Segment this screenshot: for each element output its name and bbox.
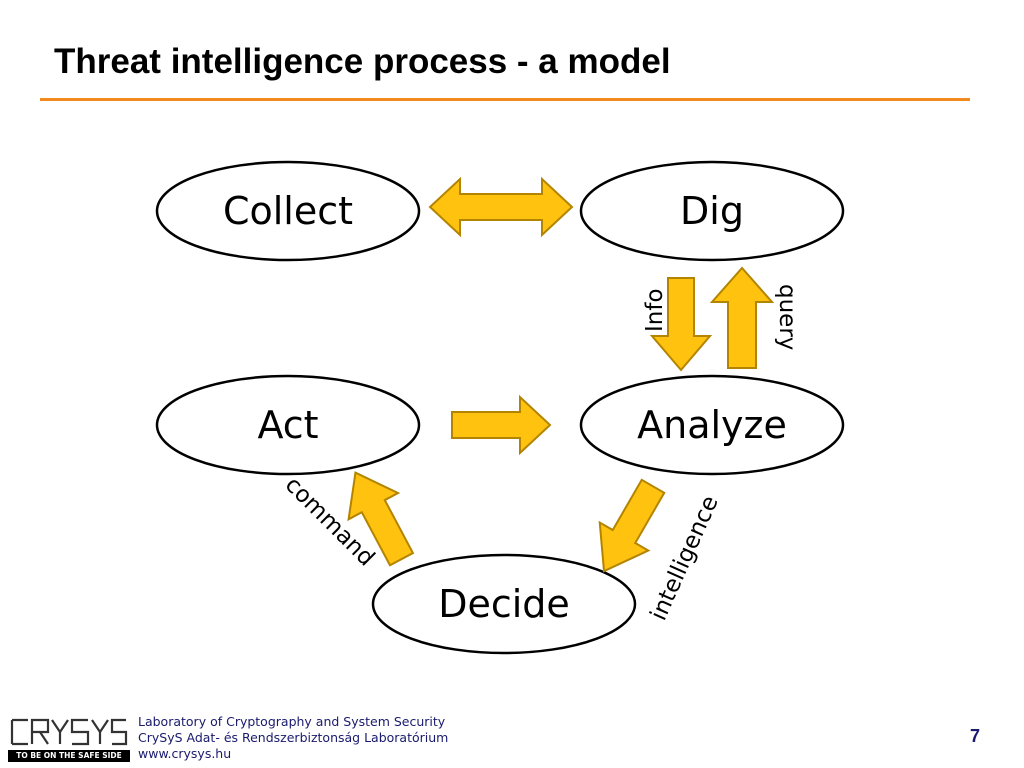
node-decide-label: Decide — [438, 582, 570, 626]
process-diagram: Collect Dig Act Analyze Decide Info — [155, 160, 845, 655]
node-analyze-label: Analyze — [637, 403, 787, 447]
edge-label-info: Info — [642, 288, 668, 332]
edge-label-intelligence: intelligence — [646, 492, 724, 624]
arrow-command — [347, 471, 415, 567]
node-act: Act — [155, 374, 421, 476]
node-dig: Dig — [579, 160, 845, 262]
footer-line-lab-en: Laboratory of Cryptography and System Se… — [138, 714, 446, 729]
node-collect-label: Collect — [223, 189, 353, 233]
arrow-intelligence — [598, 478, 666, 573]
node-dig-label: Dig — [680, 189, 744, 233]
arrow-info-down — [649, 277, 713, 372]
footer-text: Laboratory of Cryptography and System Se… — [138, 714, 448, 762]
node-collect: Collect — [155, 160, 421, 262]
node-act-label: Act — [257, 403, 318, 447]
arrow-query-up — [709, 266, 775, 369]
title-rule — [40, 98, 970, 101]
footer-link-website[interactable]: www.crysys.hu — [138, 746, 232, 761]
arrow-act-to-analyze — [451, 394, 552, 456]
double-arrow-collect-dig — [428, 176, 574, 238]
crysys-logo-mark — [8, 714, 130, 750]
edge-label-query: query — [774, 284, 800, 350]
node-analyze: Analyze — [579, 374, 845, 476]
node-decide: Decide — [371, 553, 637, 655]
footer-line-lab-hu: CrySyS Adat- és Rendszerbiztonság Labora… — [138, 730, 449, 745]
crysys-logo: TO BE ON THE SAFE SIDE — [8, 714, 130, 762]
slide-title: Threat intelligence process - a model — [54, 42, 671, 81]
logo-tagline: TO BE ON THE SAFE SIDE — [8, 750, 130, 762]
page-number: 7 — [970, 726, 981, 746]
